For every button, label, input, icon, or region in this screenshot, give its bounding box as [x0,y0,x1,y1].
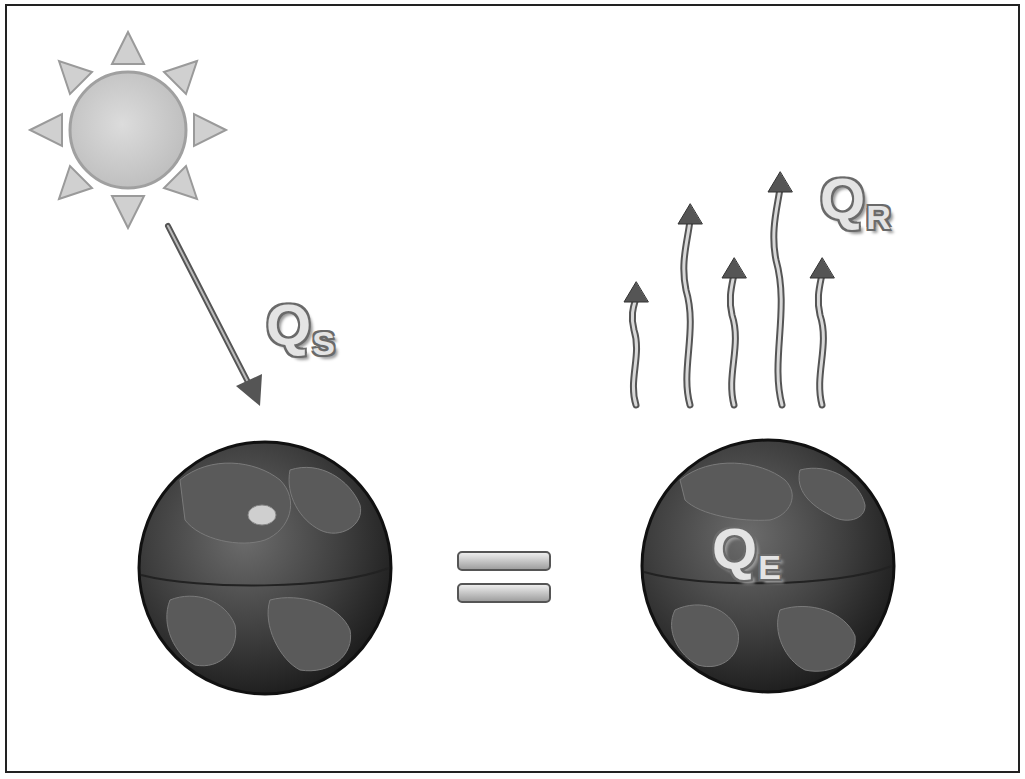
frame [6,5,1019,772]
emitted-energy-label: QE [712,520,781,578]
earth-globe [139,442,391,694]
outgoing-flux-label: QR [820,170,891,228]
equals-sign [458,552,550,602]
outgoing-radiation-arrows [624,172,834,405]
earth-globe [642,440,894,692]
incoming-flux-label: QS [266,296,335,354]
sun [30,32,226,228]
incoming-arrow [168,226,262,406]
